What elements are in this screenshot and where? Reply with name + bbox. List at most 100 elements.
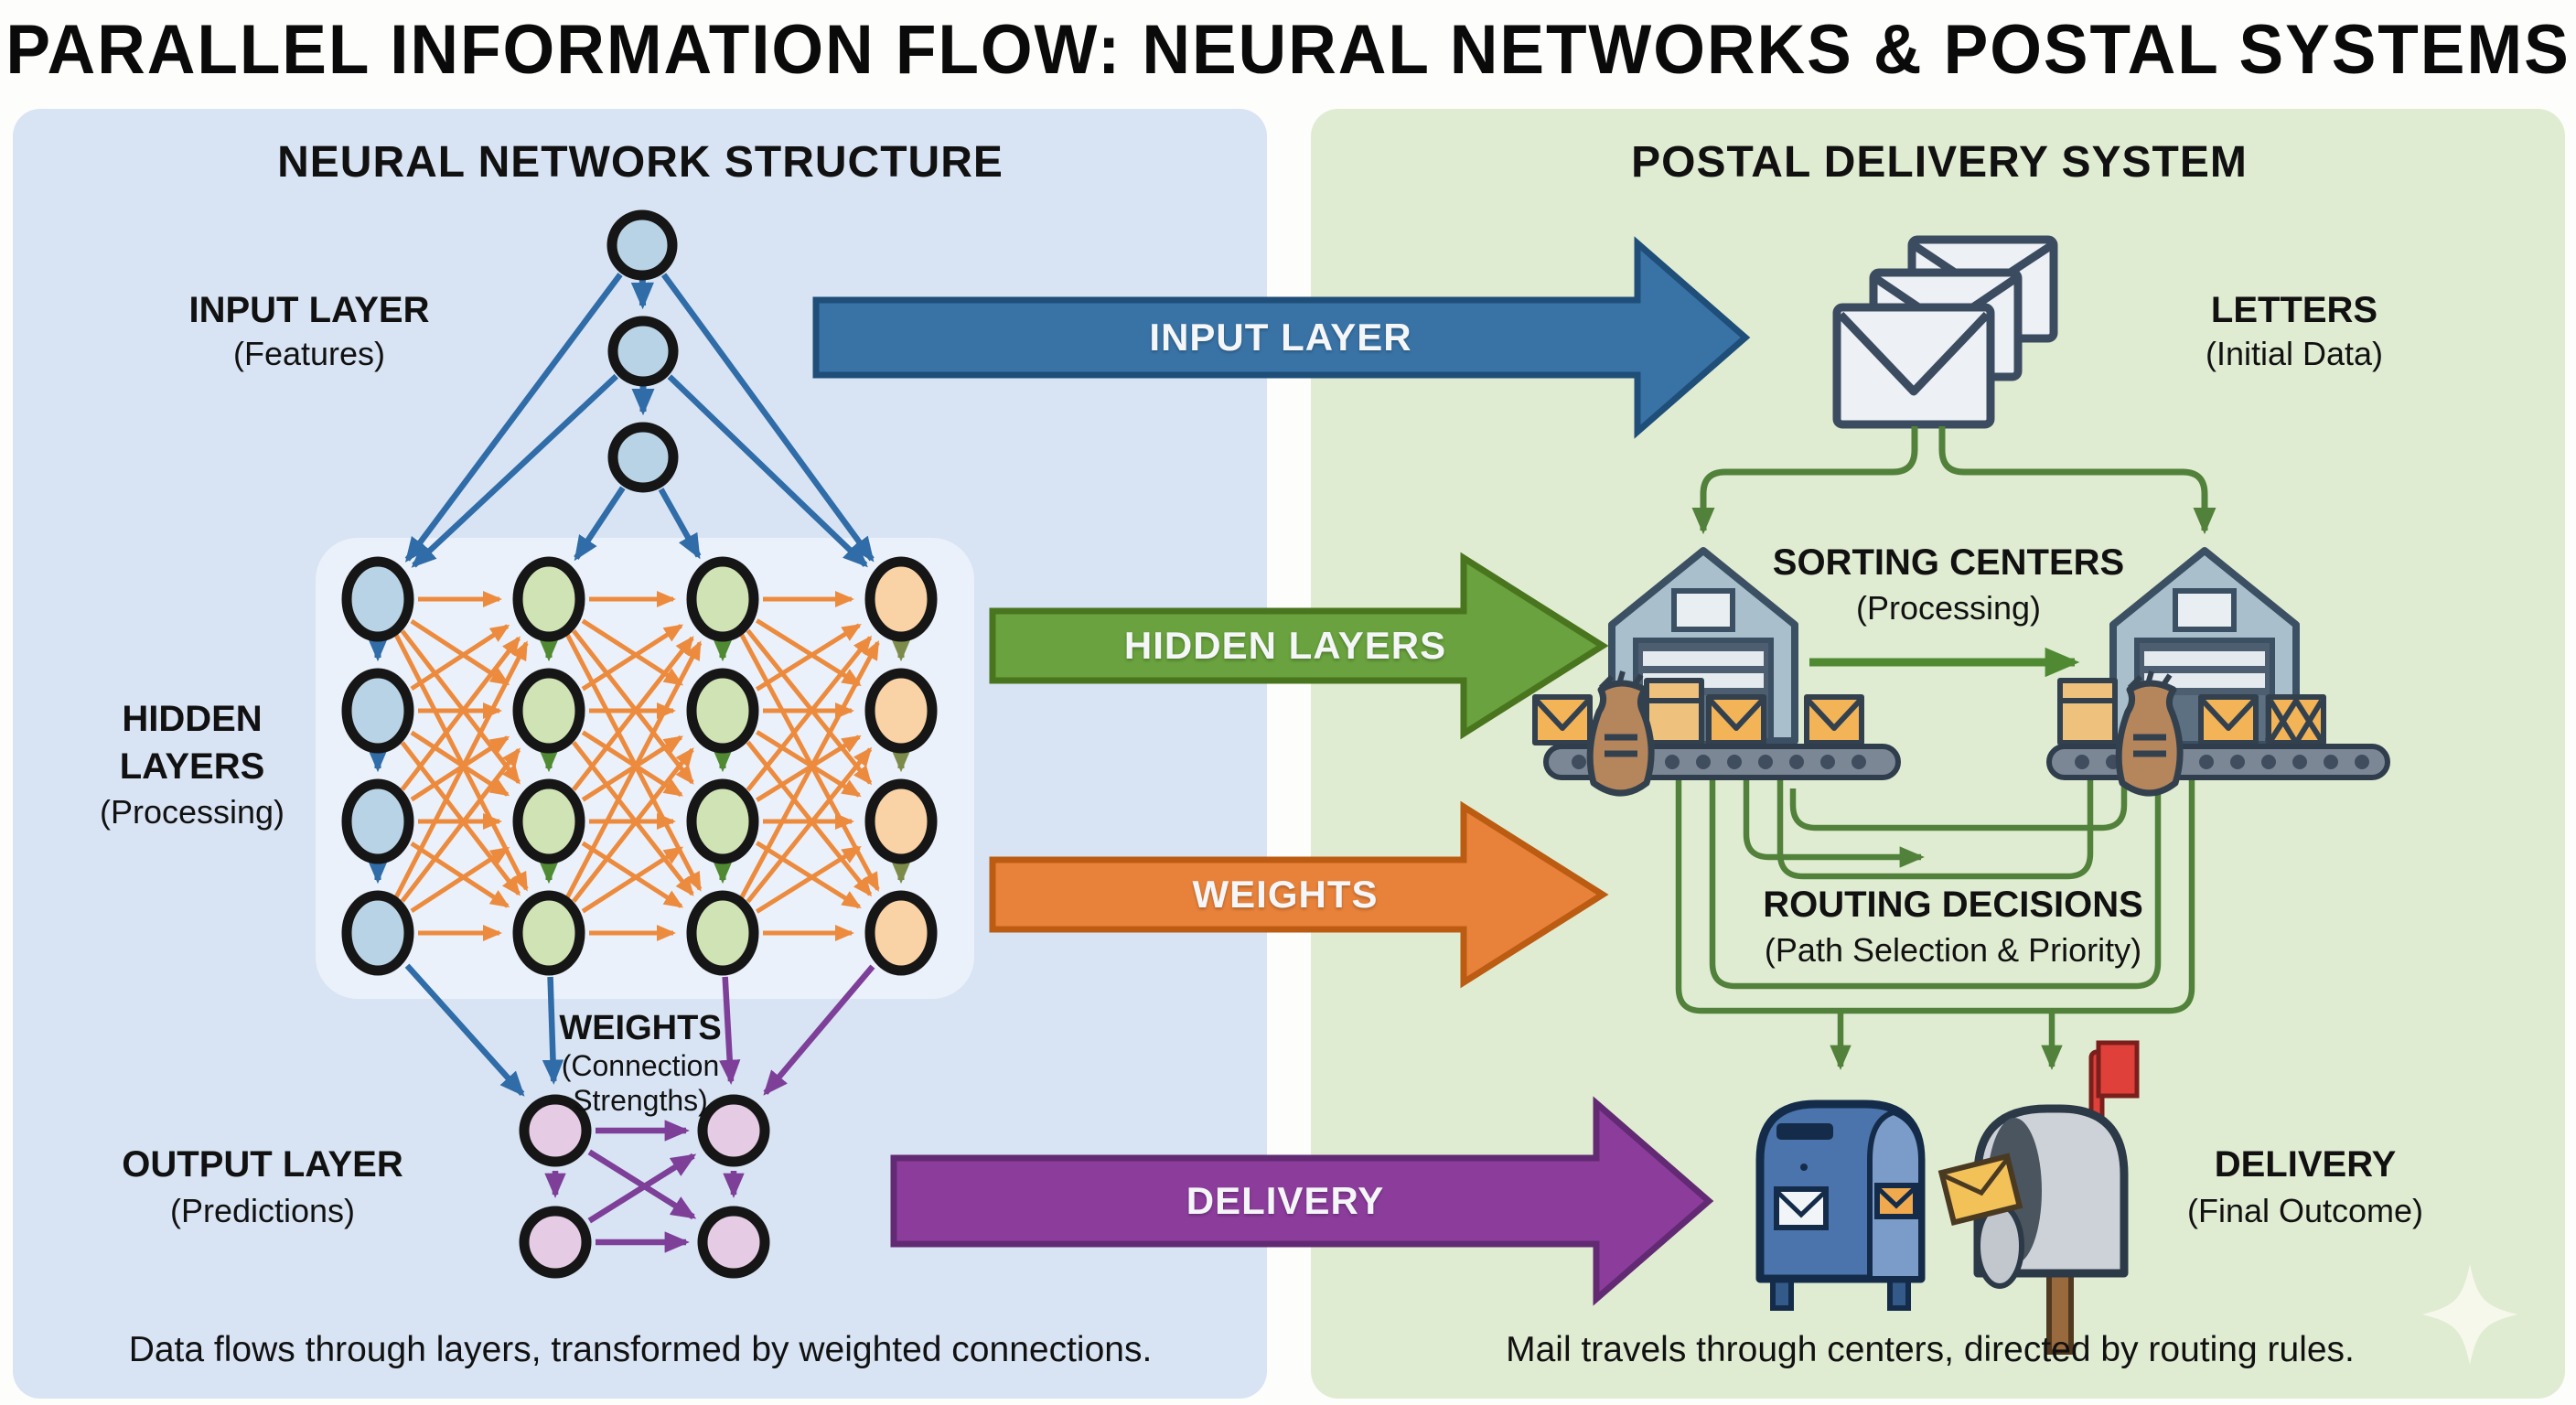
- connection-line: [746, 635, 873, 792]
- weights-sublabel-1: (Connection: [561, 1049, 720, 1082]
- network-node: [686, 778, 759, 864]
- input-layer-flow-arrow: [812, 236, 1751, 439]
- network-node: [341, 890, 414, 976]
- connection-line: [572, 629, 694, 785]
- connection-line: [719, 976, 741, 1085]
- network-node: [341, 778, 414, 864]
- hidden-layers-label-2: LAYERS: [119, 746, 265, 787]
- output-layer-label: OUTPUT LAYER: [122, 1144, 403, 1185]
- network-node: [607, 316, 679, 387]
- connection-line: [755, 841, 862, 909]
- connection-line: [393, 640, 529, 898]
- network-node: [512, 778, 585, 864]
- connection-line: [746, 628, 873, 786]
- input-flow-arrow-label: INPUT LAYER: [1149, 316, 1412, 359]
- network-node: [512, 556, 585, 642]
- network-node: [686, 890, 759, 976]
- right-panel-caption: Mail travels through centers, directed b…: [1506, 1330, 2355, 1369]
- sorting-centers-label: SORTING CENTERS: [1772, 542, 2125, 583]
- connection-line: [587, 1153, 697, 1224]
- network-node: [686, 668, 759, 754]
- home-mailbox-icon: [1937, 1040, 2140, 1355]
- connection-line: [581, 846, 684, 914]
- mail-sack-icon: [2115, 670, 2184, 797]
- delivery-flow-arrow-label: DELIVERY: [1186, 1179, 1385, 1222]
- network-node: [519, 1094, 592, 1167]
- routing-paths: [1675, 778, 2195, 1070]
- connection-line: [755, 623, 862, 692]
- delivery-flow-arrow: [890, 1096, 1714, 1306]
- network-connections: [366, 273, 913, 1253]
- weights-sublabel-2: Strengths): [573, 1084, 708, 1117]
- input-layer-label: INPUT LAYER: [188, 290, 430, 330]
- page-title: PARALLEL INFORMATION FLOW: NEURAL NETWOR…: [5, 11, 2571, 89]
- network-node: [606, 209, 678, 281]
- network-node: [697, 1094, 770, 1167]
- hidden-layers-label-1: HIDDEN: [122, 699, 263, 739]
- network-node: [864, 556, 938, 642]
- weights-flow-arrow: [989, 800, 1609, 989]
- letters-label: LETTERS: [2210, 290, 2378, 330]
- network-node: [519, 1206, 592, 1279]
- routing-decisions-sublabel: (Path Selection & Priority): [1764, 931, 2142, 969]
- network-node: [864, 778, 938, 864]
- network-node: [864, 890, 938, 976]
- hidden-layers-flow-arrow: [989, 552, 1609, 740]
- connection-line: [581, 841, 684, 908]
- connection-line: [410, 624, 510, 692]
- routing-decisions-label: ROUTING DECISIONS: [1763, 885, 2143, 925]
- weights-label: WEIGHTS: [559, 1009, 722, 1047]
- connection-line: [572, 747, 694, 903]
- connection-line: [400, 747, 521, 903]
- connection-line: [667, 374, 868, 568]
- connection-line: [404, 273, 623, 563]
- network-node: [341, 668, 414, 754]
- connection-line: [565, 640, 703, 899]
- mail-sack-icon: [1586, 670, 1655, 797]
- conveyor-belt-icon-left: [1532, 670, 1901, 797]
- right-panel-header: POSTAL DELIVERY SYSTEM: [1631, 138, 2248, 187]
- letters-sublabel: (Initial Data): [2205, 335, 2384, 372]
- connection-line: [400, 629, 521, 785]
- connection-line: [572, 636, 694, 791]
- network-node: [697, 1206, 770, 1279]
- envelope-stack-icon: [1832, 235, 2058, 429]
- connection-line: [404, 963, 525, 1097]
- network-node: [607, 422, 679, 493]
- delivery-label: DELIVERY: [2214, 1144, 2397, 1185]
- connection-line: [746, 746, 873, 904]
- conveyor-belt-icon-right: [2046, 670, 2390, 797]
- connection-line: [756, 735, 862, 802]
- mailbox-dropbox-icon: [1755, 1099, 1926, 1311]
- connection-line: [587, 1149, 697, 1220]
- network-node: [341, 556, 414, 642]
- sparkle-icon: [2422, 1264, 2517, 1365]
- connection-line: [410, 841, 510, 908]
- connection-line: [410, 846, 510, 914]
- connection-line: [581, 735, 683, 802]
- connection-line: [763, 964, 875, 1096]
- connection-line: [581, 624, 684, 692]
- network-node: [512, 890, 585, 976]
- delivery-sublabel: (Final Outcome): [2186, 1192, 2424, 1229]
- weights-flow-arrow-label: WEIGHTS: [1192, 873, 1379, 916]
- connection-line: [574, 486, 626, 562]
- connection-line: [755, 845, 862, 914]
- hidden-flow-arrow-label: HIDDEN LAYERS: [1123, 624, 1447, 667]
- network-node: [512, 668, 585, 754]
- network-node: [864, 668, 938, 754]
- flow-arrows: [812, 236, 1751, 1306]
- sorting-centers-sublabel: (Processing): [1855, 589, 2042, 627]
- connection-line: [658, 488, 702, 560]
- connection-line: [411, 373, 618, 568]
- connection-line: [739, 639, 880, 899]
- output-layer-sublabel: (Predictions): [169, 1192, 356, 1229]
- network-node: [686, 556, 759, 642]
- connection-line: [660, 273, 875, 563]
- left-panel-caption: Data flows through layers, transformed b…: [128, 1330, 1153, 1369]
- connection-line: [542, 976, 564, 1085]
- letters-to-sorting-connectors: [1691, 426, 2216, 535]
- hidden-layers-sublabel: (Processing): [99, 793, 285, 831]
